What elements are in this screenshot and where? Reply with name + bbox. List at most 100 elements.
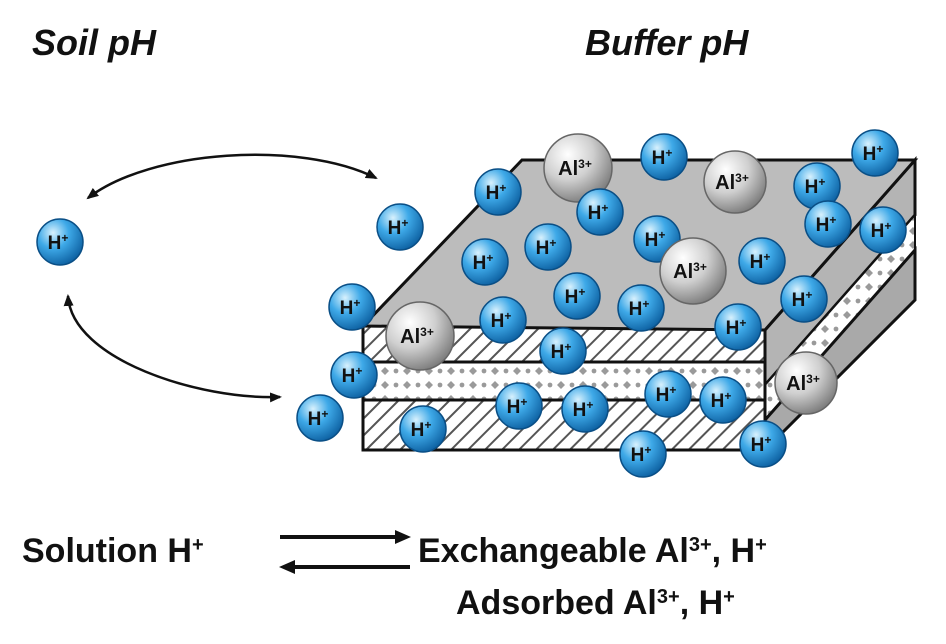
hydrogen-ion-label: H+ [751, 433, 772, 456]
ion-layer: H+Al3+Al3+H+H+H+H+H+H+H+H+H+H+H+Al3+H+H+… [36, 129, 907, 478]
hydrogen-ion-sphere [330, 351, 378, 399]
hydrogen-ion-sphere [474, 168, 522, 216]
hydrogen-ion: H+ [780, 275, 828, 323]
hydrogen-ion: H+ [553, 272, 601, 320]
hydrogen-ion-label: H+ [565, 285, 586, 308]
equilibrium-arrows [279, 530, 411, 574]
exchange-arrow-upper [86, 153, 378, 200]
hydrogen-ion-sphere [479, 296, 527, 344]
aluminum-ion-label: Al3+ [786, 372, 820, 395]
hydrogen-ion-sphere [640, 133, 688, 181]
aluminum-ion: Al3+ [385, 301, 455, 371]
hydrogen-ion: H+ [461, 238, 509, 286]
hydrogen-ion-sphere [495, 382, 543, 430]
hydrogen-ion: H+ [738, 237, 786, 285]
hydrogen-ion-label: H+ [536, 236, 557, 259]
hydrogen-ion-label: H+ [726, 316, 747, 339]
aluminum-ion-sphere [703, 150, 767, 214]
hydrogen-ion-label: H+ [792, 288, 813, 311]
aluminum-ion-sphere [543, 133, 613, 203]
hydrogen-ion-label: H+ [342, 364, 363, 387]
hydrogen-ion-sphere [699, 376, 747, 424]
hydrogen-ion-label: H+ [871, 219, 892, 242]
hydrogen-ion-sphere [644, 370, 692, 418]
hydrogen-ion-label: H+ [340, 296, 361, 319]
hydrogen-ion: H+ [495, 382, 543, 430]
hydrogen-ion-sphere [617, 284, 665, 332]
aluminum-ion: Al3+ [703, 150, 767, 214]
hydrogen-ion: H+ [617, 284, 665, 332]
hydrogen-ion: H+ [714, 303, 762, 351]
aluminum-ion-sphere [385, 301, 455, 371]
aluminum-ion-label: Al3+ [673, 260, 707, 283]
hydrogen-ion-label: H+ [629, 297, 650, 320]
hydrogen-ion-sphere [576, 188, 624, 236]
hydrogen-ion: H+ [851, 129, 899, 177]
aluminum-ion-sphere [659, 237, 727, 305]
hydrogen-ion-label: H+ [656, 383, 677, 406]
hydrogen-ion: H+ [524, 223, 572, 271]
hydrogen-ion-sphere [851, 129, 899, 177]
hydrogen-ion-sphere [553, 272, 601, 320]
hydrogen-ion: H+ [859, 206, 907, 254]
hydrogen-ion: H+ [739, 420, 787, 468]
soil-ph-title: Soil pH [32, 22, 157, 63]
hydrogen-ion: H+ [804, 200, 852, 248]
hydrogen-ion: H+ [36, 218, 84, 266]
hydrogen-ion-label: H+ [411, 418, 432, 441]
hydrogen-ion: H+ [330, 351, 378, 399]
aluminum-ion-label: Al3+ [715, 171, 749, 194]
hydrogen-ion: H+ [328, 283, 376, 331]
hydrogen-ion-label: H+ [652, 146, 673, 169]
hydrogen-ion: H+ [296, 394, 344, 442]
hydrogen-ion: H+ [479, 296, 527, 344]
hydrogen-ion-label: H+ [308, 407, 329, 430]
solution-h-label: Solution H+ [22, 532, 204, 570]
hydrogen-ion: H+ [793, 162, 841, 210]
hydrogen-ion-label: H+ [388, 216, 409, 239]
hydrogen-ion-sphere [738, 237, 786, 285]
hydrogen-ion: H+ [561, 385, 609, 433]
hydrogen-ion-sphere [296, 394, 344, 442]
hydrogen-ion-sphere [539, 327, 587, 375]
adsorbed-label: Adsorbed Al3+, H+ [456, 584, 735, 622]
hydrogen-ion-label: H+ [805, 175, 826, 198]
hydrogen-ion-sphere [399, 405, 447, 453]
aluminum-ion-label: Al3+ [400, 325, 434, 348]
hydrogen-ion-sphere [859, 206, 907, 254]
hydrogen-ion: H+ [399, 405, 447, 453]
hydrogen-ion-sphere [619, 430, 667, 478]
aluminum-ion: Al3+ [774, 351, 838, 415]
hydrogen-ion-sphere [804, 200, 852, 248]
hydrogen-ion-label: H+ [750, 250, 771, 273]
exchangeable-label: Exchangeable Al3+, H+ [418, 532, 767, 570]
hydrogen-ion-label: H+ [573, 398, 594, 421]
hydrogen-ion-sphere [524, 223, 572, 271]
hydrogen-ion-sphere [461, 238, 509, 286]
aluminum-ion: Al3+ [659, 237, 727, 305]
hydrogen-ion-sphere [561, 385, 609, 433]
aluminum-ion-label: Al3+ [558, 157, 592, 180]
aluminum-ion-sphere [774, 351, 838, 415]
hydrogen-ion: H+ [640, 133, 688, 181]
buffer-ph-title: Buffer pH [585, 22, 749, 63]
hydrogen-ion-label: H+ [486, 181, 507, 204]
hydrogen-ion: H+ [644, 370, 692, 418]
hydrogen-ion-label: H+ [863, 142, 884, 165]
hydrogen-ion-sphere [328, 283, 376, 331]
hydrogen-ion-sphere [376, 203, 424, 251]
hydrogen-ion: H+ [619, 430, 667, 478]
hydrogen-ion: H+ [474, 168, 522, 216]
hydrogen-ion-label: H+ [491, 309, 512, 332]
hydrogen-ion: H+ [376, 203, 424, 251]
hydrogen-ion-sphere [739, 420, 787, 468]
hydrogen-ion-sphere [714, 303, 762, 351]
hydrogen-ion-sphere [36, 218, 84, 266]
hydrogen-ion: H+ [576, 188, 624, 236]
aluminum-ion: Al3+ [543, 133, 613, 203]
hydrogen-ion: H+ [539, 327, 587, 375]
hydrogen-ion: H+ [699, 376, 747, 424]
hydrogen-ion-label: H+ [588, 201, 609, 224]
hydrogen-ion-sphere [780, 275, 828, 323]
